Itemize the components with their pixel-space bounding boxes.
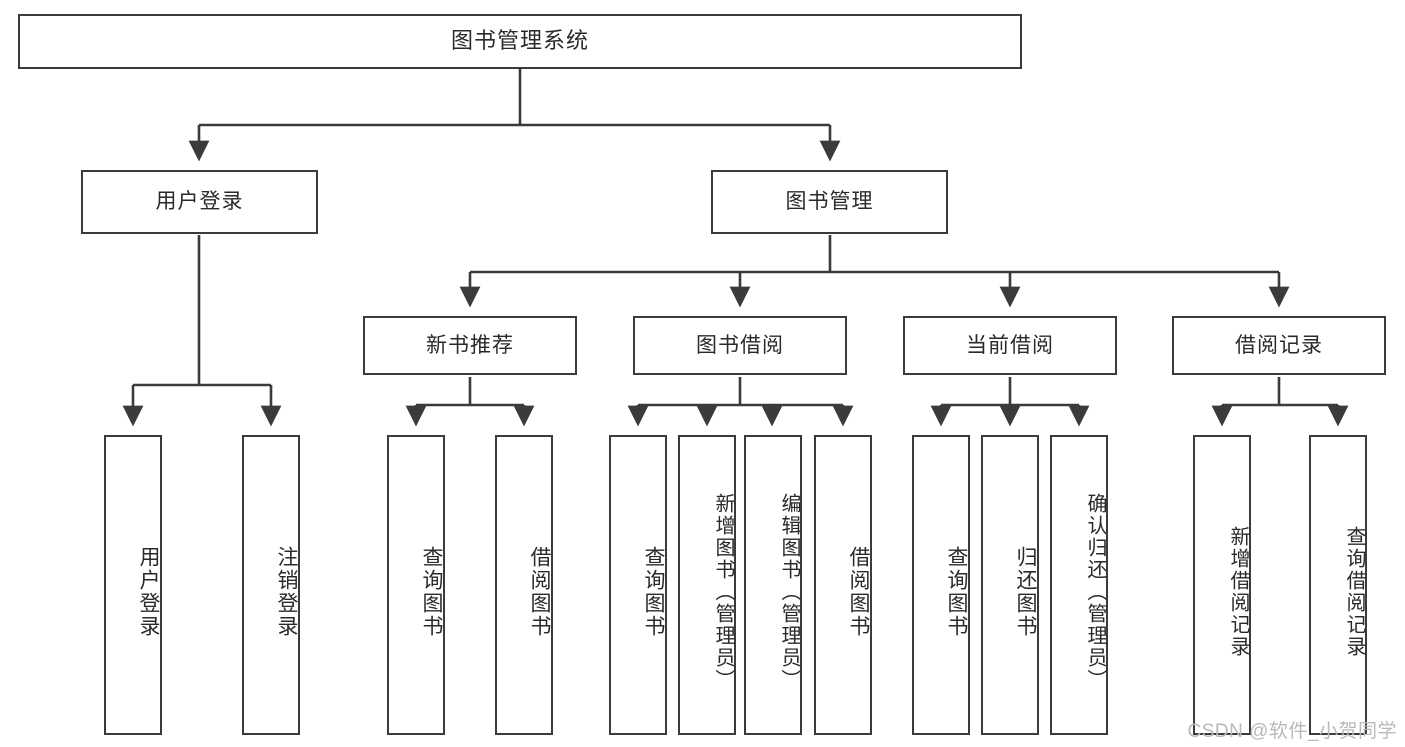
node-label: 查询借阅记录 — [1343, 526, 1365, 658]
node-root-system[interactable]: 图书管理系统 — [18, 14, 1022, 69]
node-label: 图书借阅 — [696, 333, 784, 357]
leaf-recommend-query-book[interactable]: 查询图书 — [387, 435, 445, 735]
node-label: 确认归还（管理员） — [1084, 493, 1106, 691]
leaf-borrow-query-book[interactable]: 查询图书 — [609, 435, 667, 735]
leaf-recommend-borrow-book[interactable]: 借阅图书 — [495, 435, 553, 735]
leaf-user-login-logout[interactable]: 注销登录 — [242, 435, 300, 735]
node-label: 新书推荐 — [426, 333, 514, 357]
node-label: 编辑图书（管理员） — [778, 493, 800, 691]
leaf-record-query-record[interactable]: 查询借阅记录 — [1309, 435, 1367, 735]
leaf-borrow-add-book-admin[interactable]: 新增图书（管理员） — [678, 435, 736, 735]
node-label: 新增借阅记录 — [1227, 526, 1249, 658]
node-current-borrow[interactable]: 当前借阅 — [903, 316, 1117, 375]
node-book-borrow[interactable]: 图书借阅 — [633, 316, 847, 375]
leaf-user-login-login[interactable]: 用户登录 — [104, 435, 162, 735]
leaf-current-query-book[interactable]: 查询图书 — [912, 435, 970, 735]
node-label: 用户登录 — [137, 546, 160, 638]
node-label: 归还图书 — [1014, 546, 1037, 638]
node-label: 借阅图书 — [847, 546, 870, 638]
node-label: 用户登录 — [155, 190, 244, 214]
leaf-current-return-book[interactable]: 归还图书 — [981, 435, 1039, 735]
node-book-management[interactable]: 图书管理 — [711, 170, 948, 234]
node-label: 查询图书 — [420, 546, 443, 638]
node-label: 当前借阅 — [966, 333, 1054, 357]
leaf-borrow-borrow-book[interactable]: 借阅图书 — [814, 435, 872, 735]
node-user-login[interactable]: 用户登录 — [81, 170, 318, 234]
node-label: 查询图书 — [642, 546, 665, 638]
node-label: 查询图书 — [945, 546, 968, 638]
node-label: 图书管理 — [785, 190, 874, 214]
leaf-borrow-edit-book-admin[interactable]: 编辑图书（管理员） — [744, 435, 802, 735]
leaf-current-confirm-return-admin[interactable]: 确认归还（管理员） — [1050, 435, 1108, 735]
node-label: 借阅记录 — [1235, 333, 1323, 357]
node-label: 新增图书（管理员） — [712, 493, 734, 691]
node-label: 图书管理系统 — [450, 28, 589, 54]
node-label: 借阅图书 — [528, 546, 551, 638]
node-new-book-recommend[interactable]: 新书推荐 — [363, 316, 577, 375]
leaf-record-add-record[interactable]: 新增借阅记录 — [1193, 435, 1251, 735]
node-label: 注销登录 — [275, 546, 298, 638]
watermark-text: CSDN @软件_小贺同学 — [1187, 721, 1397, 742]
node-borrow-record[interactable]: 借阅记录 — [1172, 316, 1386, 375]
